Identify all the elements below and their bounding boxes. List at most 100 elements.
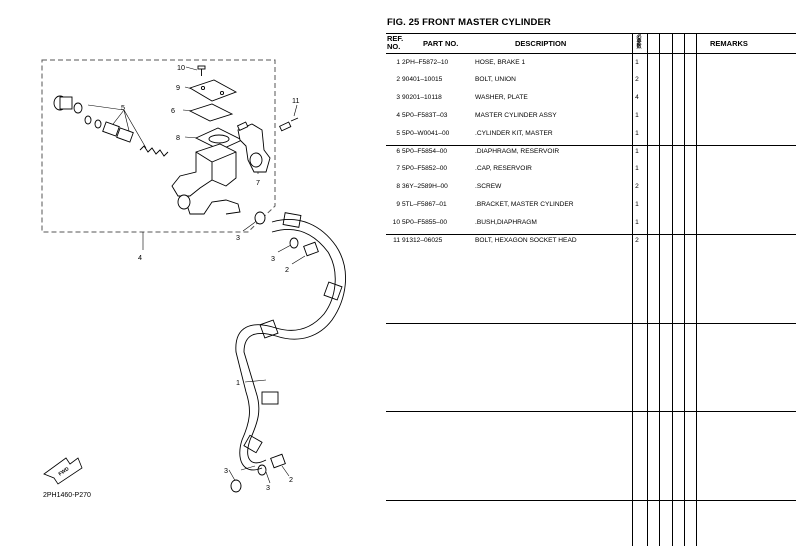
description: BOLT, HEXAGON SOCKET HEAD [475, 237, 577, 244]
callout-3b: 3 [271, 254, 275, 263]
ref-no: 3 [396, 94, 400, 101]
group-rule-1 [386, 145, 796, 146]
callout-2a: 2 [285, 265, 289, 274]
washer-part-3a [254, 211, 266, 225]
callout-3d: 3 [266, 483, 270, 492]
callout-6: 8 [176, 133, 180, 142]
header-ref-no: REF. NO. [387, 34, 404, 51]
leader-lines [87, 66, 306, 485]
brake-hose-part-1 [235, 212, 346, 471]
figure-title: FIG. 25 FRONT MASTER CYLINDER [387, 17, 551, 28]
table-row: 4 5P0–F583T–03 MASTER CYLINDER ASSY 1 [386, 107, 796, 124]
union-bolt-part-2a [303, 241, 319, 257]
description: .CYLINDER KIT, MASTER [475, 130, 553, 137]
washer-part-3b [289, 237, 299, 249]
callout-3a: 3 [236, 233, 240, 242]
callout-8: 10 [177, 63, 185, 72]
quantity: 2 [635, 76, 639, 83]
part-no: 5TL–F5867–01 [402, 201, 447, 208]
description: WASHER, PLATE [475, 94, 528, 101]
screw-part-8 [197, 65, 206, 76]
header-remarks: REMARKS [710, 39, 748, 48]
part-no: 91312–06025 [402, 237, 443, 244]
part-no: 5P0–F5852–00 [402, 165, 448, 172]
ref-no: 11 [393, 237, 400, 244]
washer-part-3d [257, 464, 267, 476]
part-no: 5P0–F5854–00 [402, 148, 448, 155]
table-top-rule [386, 33, 796, 34]
table-row: 3 90201–10118 WASHER, PLATE 4 [386, 89, 796, 106]
header-description: DESCRIPTION [515, 39, 567, 48]
header-part-no: PART NO. [423, 39, 459, 48]
check-col-1-rule [659, 33, 660, 546]
check-col-2-rule [672, 33, 673, 546]
quantity: 1 [635, 59, 639, 66]
ref-no: 4 [396, 112, 400, 119]
quantity: 1 [635, 165, 639, 172]
table-row: 10 5P0–F5855–00 .BUSH,DIAPHRAGM 1 [386, 214, 796, 231]
qty-col-right-rule [647, 33, 648, 546]
callout-1: 1 [236, 378, 240, 387]
diagram-code: 2PH1460-P270 [43, 492, 91, 499]
part-no: 5P0–F583T–03 [402, 112, 448, 119]
hex-bolt-part-11b [236, 121, 249, 132]
qty-col-left-rule [632, 33, 633, 546]
description: BOLT, UNION [475, 76, 516, 83]
part-shapes [53, 65, 319, 493]
part-no: 36Y–2589H–00 [402, 183, 448, 190]
table-row: 2 90401–10015 BOLT, UNION 2 [386, 71, 796, 88]
description: .BRACKET, MASTER CYLINDER [475, 201, 574, 208]
parts-table: REF. NO. PART NO. DESCRIPTION 必要数 REMARK… [386, 33, 796, 546]
fwd-arrow-icon: FWD [43, 457, 83, 485]
assembly-dashed-frame [41, 59, 276, 233]
callout-5: 5 [121, 103, 125, 112]
description: MASTER CYLINDER ASSY [475, 112, 557, 119]
table-row: 6 5P0–F5854–00 .DIAPHRAGM, RESERVOIR 1 [386, 143, 796, 160]
description: .BUSH,DIAPHRAGM [475, 219, 537, 226]
quantity: 1 [635, 148, 639, 155]
fwd-label: FWD [58, 466, 71, 478]
description: .SCREW [475, 183, 502, 190]
ref-no: 2 [396, 76, 400, 83]
quantity: 2 [635, 237, 639, 244]
header-qty-required: 必要数 [636, 34, 642, 50]
ref-no: 1 [396, 59, 400, 66]
table-row: 8 36Y–2589H–00 .SCREW 2 [386, 178, 796, 195]
callout-10: 6 [171, 106, 175, 115]
ref-no: 9 [396, 201, 400, 208]
ref-no: 5 [396, 130, 400, 137]
description: .CAP, RESERVOIR [475, 165, 532, 172]
quantity: 1 [635, 112, 639, 119]
washer-part-3c [230, 479, 242, 493]
table-row: 5 5P0–W0041–00 .CYLINDER KIT, MASTER 1 [386, 125, 796, 142]
callout-4: 4 [138, 253, 142, 262]
callout-3c: 3 [224, 466, 228, 475]
group-rule-5 [386, 500, 796, 501]
ref-no: 7 [396, 165, 400, 172]
table-row: 1 2PH–F5872–10 HOSE, BRAKE 1 1 [386, 54, 796, 71]
description: HOSE, BRAKE 1 [475, 59, 526, 66]
master-cylinder-body-part-4 [171, 143, 237, 197]
callout-9: 7 [256, 178, 260, 187]
callout-11: 11 [292, 96, 299, 105]
group-rule-2 [386, 234, 796, 235]
ref-no: 6 [396, 148, 400, 155]
quantity: 1 [635, 201, 639, 208]
hex-bolt-part-11 [279, 117, 299, 132]
exploded-parts-diagram: FWD 10 9 6 8 5 11 7 4 3 3 2 1 3 3 2 2PH1… [41, 59, 346, 499]
quantity: 2 [635, 183, 639, 190]
quantity: 4 [635, 94, 639, 101]
check-col-3-rule [684, 33, 685, 546]
group-rule-4 [386, 411, 796, 412]
reservoir-cap-part-7 [188, 79, 238, 102]
group-rule-3 [386, 323, 796, 324]
callout-7: 9 [176, 83, 180, 92]
ref-no: 8 [396, 183, 400, 190]
table-row: 7 5P0–F5852–00 .CAP, RESERVOIR 1 [386, 160, 796, 177]
quantity: 1 [635, 130, 639, 137]
ref-no: 10 [392, 219, 400, 226]
part-no: 90201–10118 [402, 94, 442, 101]
header-rule [386, 53, 796, 54]
table-row: 11 91312–06025 BOLT, HEXAGON SOCKET HEAD… [386, 232, 796, 249]
diaphragm-bush-part-10 [188, 103, 234, 122]
